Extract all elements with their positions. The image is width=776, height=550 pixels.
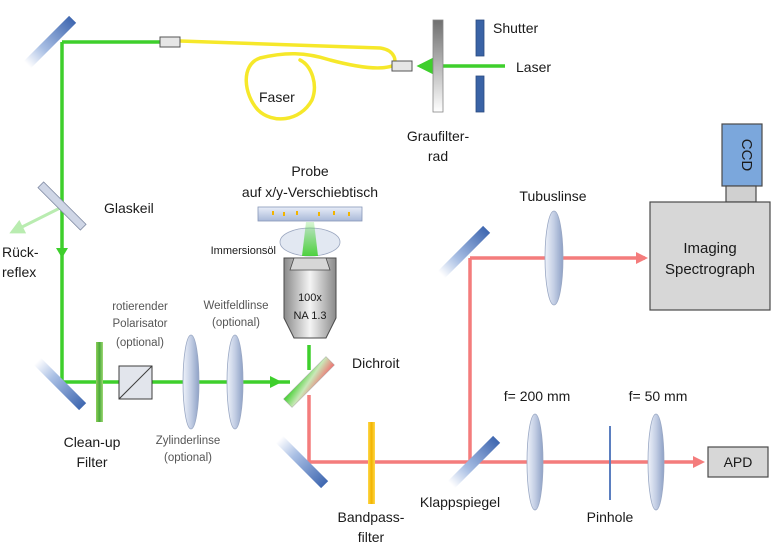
mirror-top-left (23, 15, 77, 69)
sample-label-line1: Probe (291, 163, 329, 179)
glass-wedge-label: Glaskeil (104, 200, 154, 216)
shutter-label: Shutter (493, 20, 538, 36)
widefield-lens-label-line2: (optional) (212, 317, 260, 329)
cylindrical-lens (182, 334, 200, 430)
cleanup-filter-label-line1: Clean-up (64, 434, 121, 450)
ccd-mount (725, 185, 757, 203)
gray-filter-wheel (432, 19, 444, 113)
ccd-label: CCD (738, 139, 755, 172)
gray-filter-label-line2: rad (428, 148, 448, 164)
bandpass-filter (368, 422, 375, 504)
fiber-coupler-output (159, 36, 181, 48)
shutter-lower-blade (475, 75, 485, 113)
dichroic-label: Dichroit (352, 355, 400, 371)
apd-box (707, 446, 769, 478)
sample-stage (257, 206, 363, 222)
sample-label-line2: auf x/y-Verschiebtisch (242, 184, 378, 200)
polarizer-label-line2: Polarisator (113, 318, 168, 330)
dichroic-mirror (283, 356, 335, 408)
tube-lens-label: Tubuslinse (519, 188, 586, 204)
imaging-spectrograph-box (649, 201, 771, 311)
tube-lens (544, 210, 564, 306)
widefield-lens (226, 334, 244, 430)
fiber-coupler-input (391, 60, 413, 72)
widefield-lens-label-line1: Weitfeldlinse (204, 300, 269, 312)
objective-magnification-label: 100x (298, 292, 322, 304)
cylindrical-lens-label-line2: (optional) (164, 452, 212, 464)
cleanup-filter (96, 342, 103, 422)
spectrograph-label-line2: Spectrograph (665, 261, 755, 278)
gray-filter-label-line1: Graufilter- (407, 128, 470, 144)
beam-arrow-right (270, 376, 282, 388)
apd-label: APD (724, 454, 753, 470)
red-arrow-spectrograph (636, 252, 648, 264)
cleanup-filter-label-line2: Filter (76, 454, 107, 470)
rotating-polarizer (118, 365, 153, 400)
ccd-camera-body (721, 123, 763, 187)
back-reflex-label-line2: reflex (2, 264, 36, 280)
lens-f50 (647, 413, 665, 511)
mirror-bottom-left (33, 357, 87, 411)
beam-arrow-down (56, 248, 68, 258)
back-reflex-beam (9, 206, 61, 234)
back-reflex-label-line1: Rück- (2, 244, 39, 260)
lens-f200 (526, 413, 544, 511)
cylindrical-lens-label-line1: Zylinderlinse (156, 435, 221, 447)
flip-mirror-label: Klappspiegel (420, 494, 500, 510)
shutter-upper-blade (475, 19, 485, 57)
lens-f200-label: f= 200 mm (504, 388, 571, 404)
mirror-upper-right (437, 225, 491, 279)
fiber-label: Faser (259, 89, 295, 105)
polarizer-label-line1: rotierender (112, 301, 168, 313)
spectrograph-label-line1: Imaging (683, 240, 736, 257)
red-arrow-apd (693, 456, 705, 468)
flip-mirror (447, 435, 501, 489)
lens-f50-label: f= 50 mm (629, 388, 688, 404)
pinhole-label: Pinhole (587, 509, 634, 525)
objective-100x (283, 257, 337, 339)
bandpass-filter-label-line2: filter (358, 529, 385, 545)
laser-label: Laser (516, 59, 551, 75)
bandpass-filter-label-line1: Bandpass- (338, 509, 405, 525)
objective-na-label: NA 1.3 (293, 310, 326, 322)
focus-cone (302, 222, 318, 256)
polarizer-label-line3: (optional) (116, 337, 164, 349)
mirror-bottom-mid (275, 435, 329, 489)
immersion-oil-label: Immersionsöl (211, 245, 276, 257)
glass-wedge (37, 181, 87, 231)
optical-fiber (178, 39, 397, 121)
